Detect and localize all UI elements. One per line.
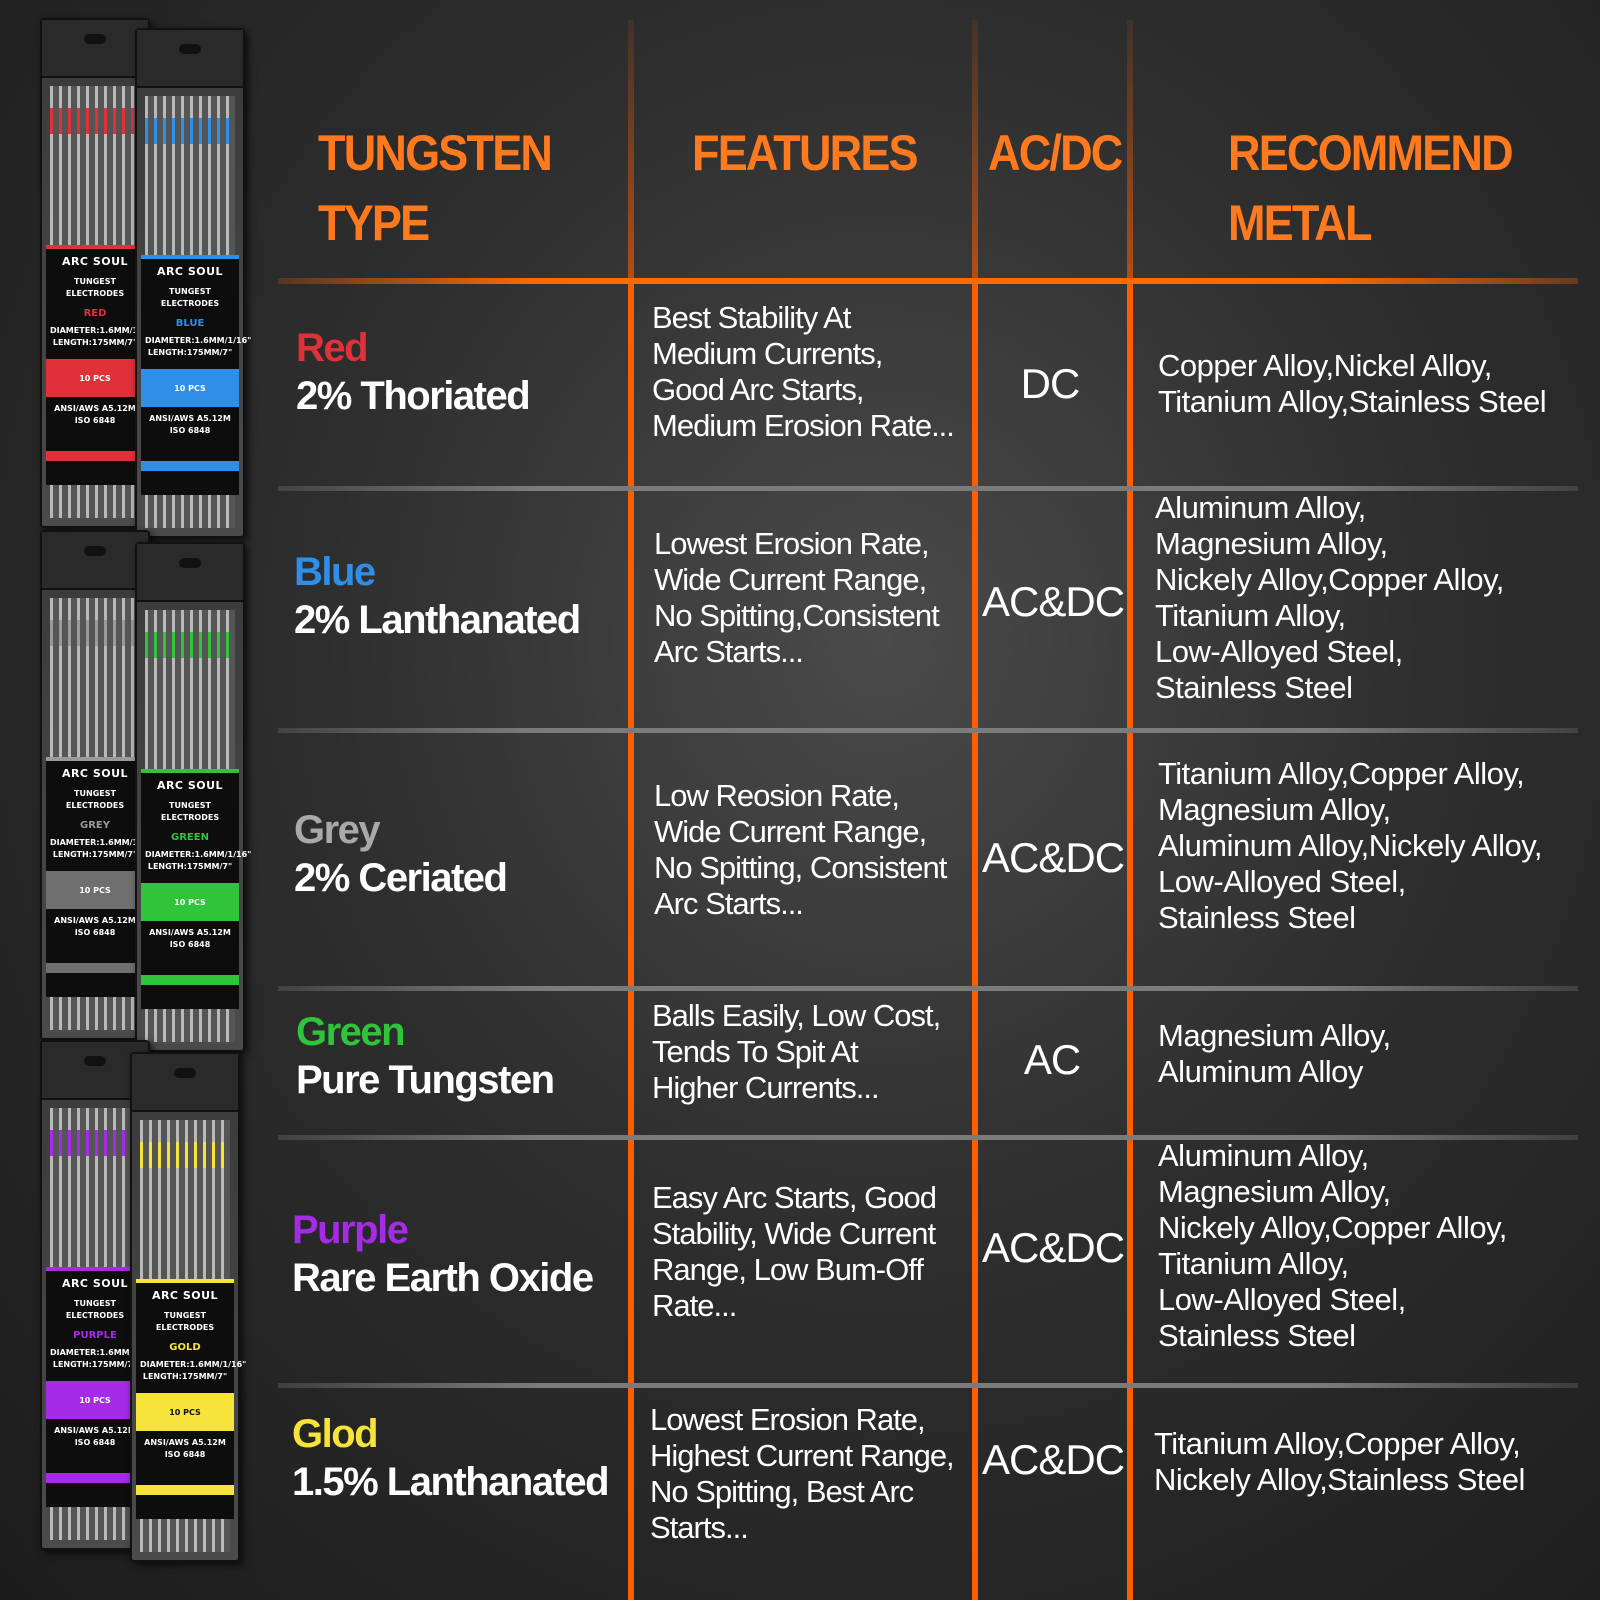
header-acdc: AC/DC (988, 125, 1123, 181)
text-line: Nickely Alloy,Copper Alloy, (1158, 1210, 1507, 1245)
metal-gold: Titanium Alloy,Copper Alloy,Nickely Allo… (1154, 1426, 1525, 1498)
text-line: Starts... (650, 1510, 749, 1545)
text-line: Magnesium Alloy, (1158, 792, 1391, 827)
row-divider (278, 728, 1578, 733)
package-color-name: GREY (80, 820, 110, 831)
text-line: Range, Low Bum-Off (652, 1252, 924, 1287)
text-line: Balls Easily, Low Cost, (652, 998, 941, 1033)
tungsten-type-blue: Blue 2% Lanthanated (294, 550, 581, 642)
column-divider-top (972, 20, 978, 278)
text-line: Lowest Erosion Rate, (654, 526, 930, 561)
acdc-red: DC (1020, 360, 1081, 407)
acdc-blue: AC&DC (982, 578, 1125, 625)
tungsten-type-gold: Glod 1.5% Lanthanated (292, 1412, 610, 1504)
package-color-name: GOLD (169, 1342, 201, 1353)
text-line: Nickely Alloy,Stainless Steel (1154, 1462, 1525, 1497)
text-line: Titanium Alloy,Copper Alloy, (1158, 756, 1525, 791)
text-line: Wide Current Range, (654, 562, 927, 597)
metal-blue: Aluminum Alloy,Magnesium Alloy, Nickely … (1155, 490, 1504, 706)
text-line: Medium Currents, (652, 336, 883, 371)
header-tungsten-type: TUNGSTEN TYPE (318, 125, 553, 251)
product-packages: ARC SOUL TUNGEST ELECTRODES RED DIAMETER… (0, 0, 270, 1600)
metal-purple: Aluminum Alloy,Magnesium Alloy, Nickely … (1158, 1138, 1507, 1354)
features-green: Balls Easily, Low Cost,Tends To Spit At … (652, 998, 941, 1106)
package-gold: ARC SOUL TUNGEST ELECTRODES GOLD DIAMETE… (130, 1052, 246, 1562)
column-divider-top (628, 20, 634, 278)
metal-red: Copper Alloy,Nickel Alloy,Titanium Alloy… (1158, 348, 1547, 420)
text-line: No Spitting, Best Arc (650, 1474, 914, 1509)
text-line: Stainless Steel (1155, 670, 1353, 705)
text-line: Aluminum Alloy (1158, 1054, 1363, 1089)
text-line: Aluminum Alloy,Nickely Alloy, (1158, 828, 1543, 863)
features-blue: Lowest Erosion Rate,Wide Current Range, … (654, 526, 940, 670)
text-line: Good Arc Starts, (652, 372, 864, 407)
package-blue: ARC SOUL TUNGEST ELECTRODES BLUE DIAMETE… (135, 28, 251, 538)
tungsten-type-green: Green Pure Tungsten (296, 1010, 555, 1102)
tungsten-type-purple: Purple Rare Earth Oxide (292, 1208, 594, 1300)
tungsten-type-red: Red 2% Thoriated (296, 326, 531, 418)
column-divider-top (1127, 20, 1133, 278)
text-line: Magnesium Alloy, (1158, 1174, 1391, 1209)
text-line: Highest Current Range, (650, 1438, 955, 1473)
text-line: Stability, Wide Current (652, 1216, 936, 1251)
features-gold: Lowest Erosion Rate,Highest Current Rang… (650, 1402, 955, 1546)
text-line: Stainless Steel (1158, 900, 1356, 935)
package-color-name: BLUE (175, 318, 205, 329)
text-line: Low-Alloyed Steel, (1158, 1282, 1406, 1317)
metal-green: Magnesium Alloy,Aluminum Alloy (1158, 1018, 1391, 1090)
package-green: ARC SOUL TUNGEST ELECTRODES GREEN DIAMET… (135, 542, 251, 1052)
text-line: Aluminum Alloy, (1158, 1138, 1369, 1173)
features-grey: Low Reosion Rate,Wide Current Range, No … (654, 778, 947, 922)
acdc-grey: AC&DC (982, 834, 1125, 881)
text-line: Low-Alloyed Steel, (1158, 864, 1406, 899)
package-grey: ARC SOUL TUNGEST ELECTRODES GREY DIAMETE… (40, 530, 156, 1040)
text-line: No Spitting, Consistent (654, 850, 947, 885)
acdc-green: AC (1023, 1036, 1081, 1083)
text-line: Titanium Alloy,Copper Alloy, (1154, 1426, 1521, 1461)
text-line: Low-Alloyed Steel, (1155, 634, 1403, 669)
metal-grey: Titanium Alloy,Copper Alloy,Magnesium Al… (1158, 756, 1543, 936)
text-line: Titanium Alloy, (1158, 1246, 1349, 1281)
package-color-name: PURPLE (73, 1330, 117, 1341)
text-line: No Spitting,Consistent (654, 598, 940, 633)
column-divider (972, 284, 978, 1600)
header-features: FEATURES (692, 125, 919, 181)
text-line: Arc Starts... (654, 886, 804, 921)
row-divider (278, 986, 1578, 991)
text-line: Arc Starts... (654, 634, 804, 669)
text-line: Rate... (652, 1288, 737, 1323)
text-line: Magnesium Alloy, (1155, 526, 1388, 561)
package-color-name: RED (83, 308, 107, 319)
text-line: Aluminum Alloy, (1155, 490, 1366, 525)
text-line: Lowest Erosion Rate, (650, 1402, 926, 1437)
row-divider (278, 1383, 1578, 1388)
text-line: Stainless Steel (1158, 1318, 1356, 1353)
text-line: Titanium Alloy, (1155, 598, 1346, 633)
column-divider (628, 284, 634, 1600)
text-line: Copper Alloy,Nickel Alloy, (1158, 348, 1492, 383)
acdc-gold: AC&DC (982, 1436, 1125, 1483)
text-line: Wide Current Range, (654, 814, 927, 849)
row-divider (278, 486, 1578, 491)
text-line: Nickely Alloy,Copper Alloy, (1155, 562, 1504, 597)
package-color-name: GREEN (171, 832, 209, 843)
text-line: Best Stability At (652, 300, 851, 335)
row-divider (278, 1135, 1578, 1140)
tungsten-type-grey: Grey 2% Ceriated (294, 808, 508, 900)
text-line: Easy Arc Starts, Good (652, 1180, 937, 1215)
package-red: ARC SOUL TUNGEST ELECTRODES RED DIAMETER… (40, 18, 156, 528)
package-brand: ARC SOUL (61, 255, 129, 268)
text-line: Higher Currents... (652, 1070, 880, 1105)
text-line: Medium Erosion Rate... (652, 408, 955, 443)
column-divider (1127, 284, 1133, 1600)
text-line: Low Reosion Rate, (654, 778, 900, 813)
text-line: Titanium Alloy,Stainless Steel (1158, 384, 1547, 419)
header-divider (278, 278, 1578, 284)
text-line: Magnesium Alloy, (1158, 1018, 1391, 1053)
acdc-purple: AC&DC (982, 1224, 1125, 1271)
text-line: Tends To Spit At (652, 1034, 859, 1069)
header-recommend-metal: RECOMMEND METAL (1228, 125, 1514, 251)
